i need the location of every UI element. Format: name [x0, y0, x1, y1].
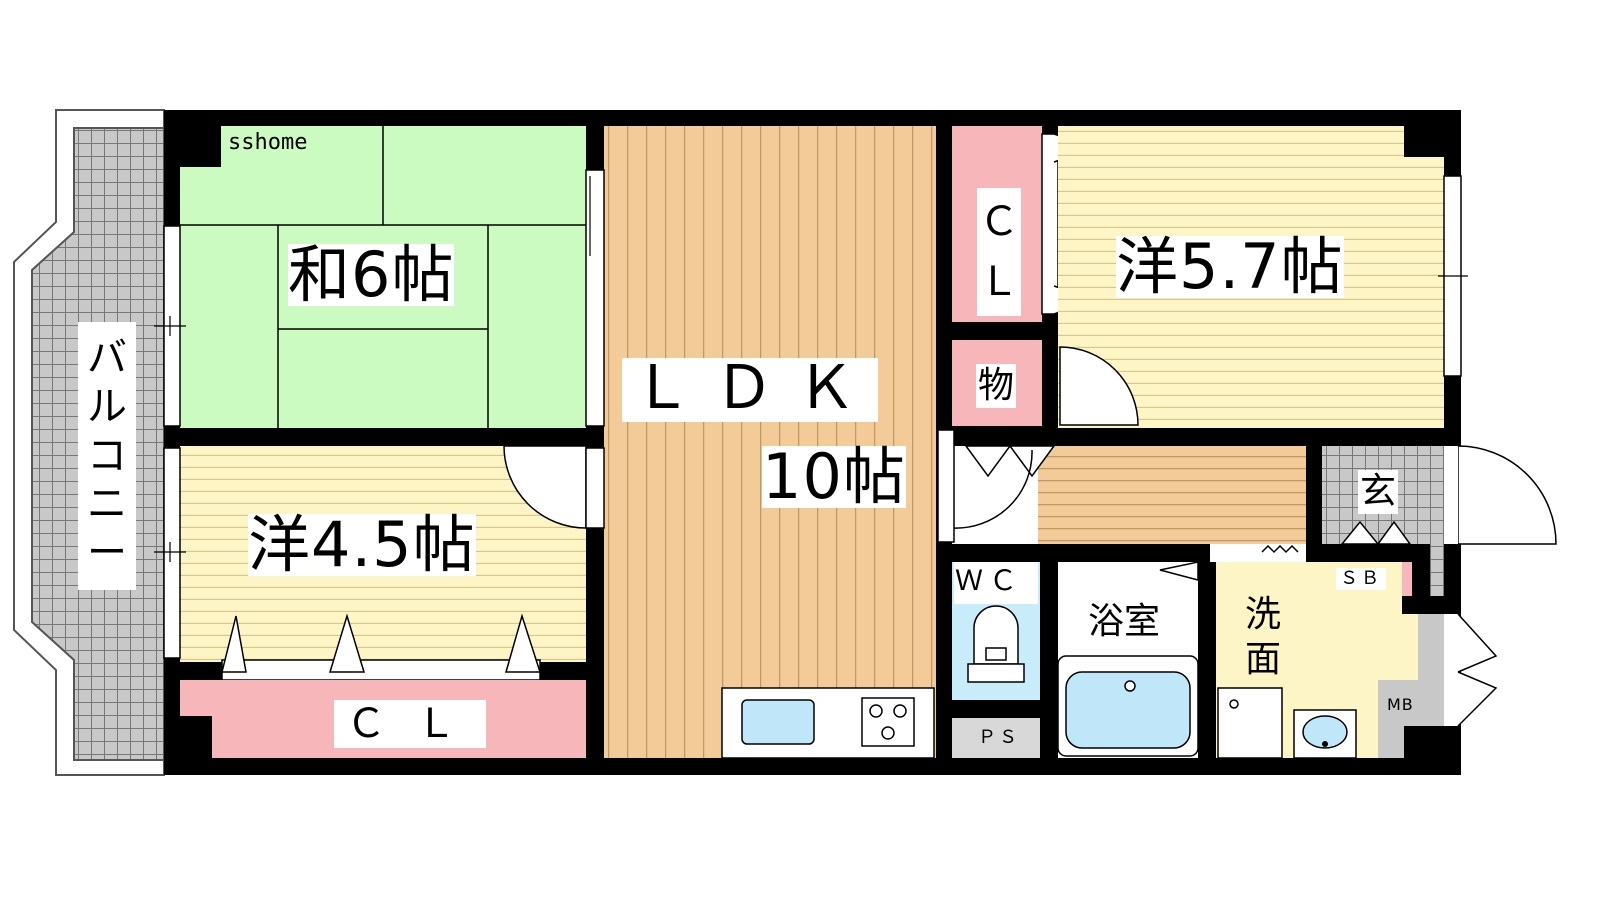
ldk-label: ＬＤＫ: [622, 358, 878, 422]
balcony: [13, 109, 165, 776]
yoshitsu-large-label: 洋5.7帖: [1116, 230, 1344, 303]
shoe-box-label: ＳＢ: [1336, 568, 1386, 590]
hallway: [951, 445, 1306, 562]
toilet-icon: [967, 605, 1025, 683]
hall-door: [937, 429, 955, 543]
meter-box: [1378, 613, 1498, 775]
washroom: [1216, 544, 1418, 759]
stove-icon: [861, 697, 915, 747]
watermark: sshome: [228, 130, 308, 155]
closet-top-label: ＣＬ: [977, 188, 1021, 316]
window-marks: [154, 176, 1468, 562]
washroom-label: 洗面: [1244, 594, 1281, 680]
yoshitsu-small-label: 洋4.5帖: [248, 508, 476, 581]
meter-box-label: MB: [1387, 695, 1414, 714]
storage-label: 物: [976, 364, 1017, 408]
toilet-label: ＷＣ: [955, 564, 1024, 597]
pipe-space-label: ＰＳ: [978, 727, 1020, 748]
washitsu-label: 和6帖: [288, 238, 455, 311]
washbasin-icon: [1293, 709, 1357, 759]
pipe-space: [952, 718, 1040, 758]
bath-label: 浴室: [1088, 601, 1161, 642]
ldk-room: [604, 126, 936, 759]
washing-machine-pan: [1217, 687, 1283, 759]
toilet-room: [952, 562, 1040, 700]
entrance-label: 玄: [1358, 470, 1399, 514]
closet-bottom-label: ＣＬ: [334, 700, 486, 748]
closet-top: [952, 126, 1099, 322]
balcony-label: バルコニー: [87, 335, 127, 577]
ldk-size-label: 10帖: [762, 440, 906, 513]
bath-room: [1057, 561, 1199, 758]
sink-icon: [741, 699, 815, 745]
yoshitsu-small-room: [180, 445, 587, 681]
entrance: [1322, 445, 1557, 596]
bathtub-icon: [1065, 671, 1191, 749]
